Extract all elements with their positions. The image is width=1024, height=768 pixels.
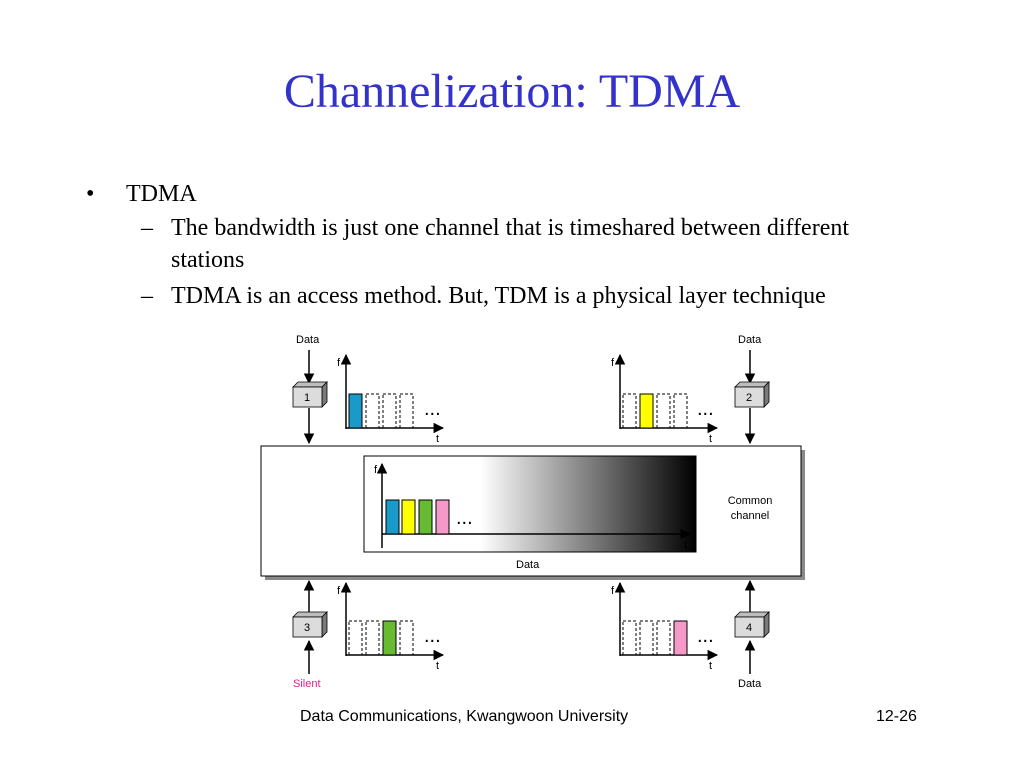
common-channel-label-line1: Common [728, 495, 773, 507]
dash-marker: – [141, 283, 153, 309]
station-1-slot-empty [399, 393, 414, 429]
station-4-box-top [734, 611, 770, 618]
bullet-marker: • [86, 181, 95, 207]
station-3-slot-empty [399, 620, 414, 656]
station-2-slot-empty [656, 393, 671, 429]
station-4-box-side [763, 611, 770, 638]
station-1-slot-empty [365, 393, 380, 429]
station-1-slot-active [348, 393, 363, 429]
station-3-slot-empty [348, 620, 363, 656]
station-4-f-label: f [611, 585, 615, 597]
station-2-slot-active [639, 393, 654, 429]
station-4-box [734, 616, 765, 638]
common-channel-label-line2: channel [731, 510, 770, 522]
station-4-slot-empty [656, 620, 671, 656]
bullet-list: • TDMA – The bandwidth is just one chann… [86, 178, 906, 312]
station-2-box-side [763, 381, 770, 408]
sub-bullet-item: – The bandwidth is just one channel that… [86, 212, 906, 276]
station-3-slot-empty [365, 620, 380, 656]
station-2-id: 2 [746, 392, 752, 404]
station-3-id: 3 [304, 622, 310, 634]
channel-t-label: t [684, 539, 687, 551]
station-1-t-label: t [436, 433, 439, 445]
bullet-item: • TDMA [86, 178, 906, 210]
sub-bullet-item: – TDMA is an access method. But, TDM is … [86, 280, 906, 312]
station-4-t-label: t [709, 660, 712, 672]
station-3-box [292, 616, 323, 638]
station-2-box [734, 386, 765, 408]
footer-page-number: 12-26 [876, 708, 917, 725]
station-3-silent-label: Silent [293, 678, 321, 690]
station-1-box [292, 386, 323, 408]
station-4-slot-active [673, 620, 688, 656]
station-4-data-label: Data [738, 678, 762, 690]
bullet-text: TDMA [126, 181, 197, 207]
channel-slot-1 [385, 499, 400, 535]
station-2-ellipsis: ... [697, 398, 714, 420]
station-2-slot-empty [622, 393, 637, 429]
station-1-f-label: f [337, 357, 341, 369]
dash-marker: – [141, 215, 153, 241]
station-1-slot-empty [382, 393, 397, 429]
channel-slot-3 [418, 499, 433, 535]
station-2-data-label: Data [738, 334, 762, 346]
station-2-slot-empty [673, 393, 688, 429]
station-4-ellipsis: ... [697, 625, 714, 647]
station-2-f-label: f [611, 357, 615, 369]
station-2-t-label: t [709, 433, 712, 445]
channel-slot-4 [435, 499, 450, 535]
channel-slot-2 [401, 499, 416, 535]
station-2-box-top [734, 381, 770, 388]
channel-f-label: f [374, 464, 378, 476]
footer-course: Data Communications, Kwangwoon Universit… [300, 708, 629, 725]
station-3-ellipsis: ... [424, 625, 441, 647]
sub-bullet-text: TDMA is an access method. But, TDM is a … [171, 283, 826, 309]
station-3-f-label: f [337, 585, 341, 597]
channel-data-label: Data [516, 559, 540, 571]
station-3-slot-active [382, 620, 397, 656]
station-4-slot-empty [622, 620, 637, 656]
station-3-box-side [321, 611, 328, 638]
station-4-slot-empty [639, 620, 654, 656]
station-1-box-side [321, 381, 328, 408]
station-1-id: 1 [304, 392, 310, 404]
channel-ellipsis: ... [456, 507, 473, 529]
slide-title: Channelization: TDMA [283, 65, 741, 118]
station-3-box-top [292, 611, 328, 618]
station-1-data-label: Data [296, 334, 320, 346]
station-1-box-top [292, 381, 328, 388]
sub-bullet-text: The bandwidth is just one channel that i… [171, 215, 850, 273]
station-3-t-label: t [436, 660, 439, 672]
station-4-id: 4 [746, 622, 752, 634]
station-1-ellipsis: ... [424, 398, 441, 420]
